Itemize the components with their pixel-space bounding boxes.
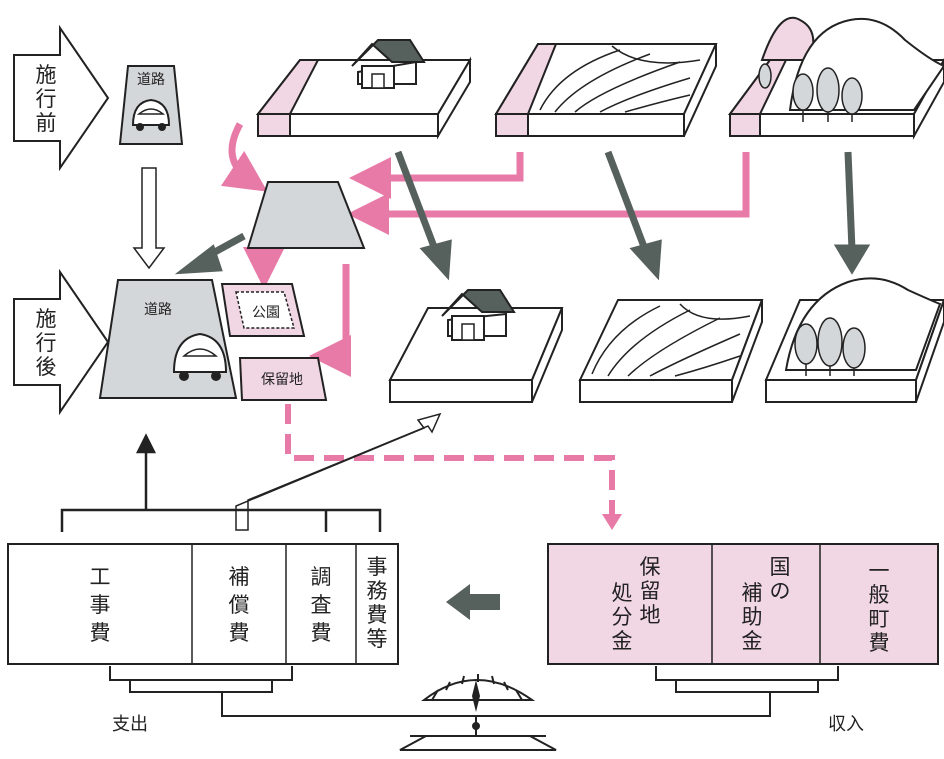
revenue-national-col1-char-1: 国 [770,555,791,579]
revenue-table: 保 留 地 処 分 金 国 の 補 助 金 一 般 町 費 [547,543,939,665]
reserve-land-sales-flow [285,404,615,518]
park-lot: 公園 [220,283,306,337]
parcel-forest-before [728,16,944,140]
expense-office-char-3: 費 [367,603,388,627]
expenditure-table: 工 事 費 補 償 費 調 査 費 事 務 費 等 [7,543,399,665]
revenue-reserve-col2-char-2: 分 [612,605,633,629]
balance-needle-icon [472,680,480,712]
revenue-reserve-col1-char-2: 留 [640,579,661,603]
revenue-reserve-col1-char-3: 地 [640,603,661,627]
revenue-town-char-1: 一 [869,559,890,583]
revenue-reserve-land-sales: 保 留 地 処 分 金 [612,555,661,653]
house-icon [351,39,426,89]
parcel-forest-after [764,277,944,403]
stage-after-char-1: 施 [36,307,57,331]
stage-after-char-2: 行 [36,331,57,355]
reserve-land-sales-arrowhead [602,514,622,530]
parcel-fields-after [578,299,764,403]
stage-after-char-3: 後 [36,355,57,379]
after-road: 道路 [98,279,238,399]
revenue-town-char-2: 般 [869,583,890,607]
pink-contribution-arrows [220,122,750,377]
dark-relocation-arrows [174,150,871,281]
expense-compensation-char-3: 費 [229,621,250,645]
before-road-label: 道路 [137,72,165,88]
revenue-reserve-col1-char-1: 保 [640,555,661,579]
trees-after-icon [794,317,866,376]
revenue-label: 収入 [828,714,864,735]
before-to-after-road-arrow [132,167,166,270]
revenue-reserve-col2-char-1: 処 [612,581,633,605]
park-label: 公園 [252,305,280,321]
revenue-national-subsidy: 国 の 補 助 金 [742,555,791,653]
compensation-flow-arrow [235,412,442,531]
stage-before-char-1: 施 [36,63,57,87]
expense-construction-char-2: 事 [90,593,111,617]
expenditure-bracket [60,433,382,532]
expense-construction-char-1: 工 [90,565,111,589]
expense-construction-char-3: 費 [90,621,111,645]
stage-before-arrow: 施 行 前 [13,24,110,172]
revenue-reserve-col2-char-3: 金 [612,629,633,653]
parcel-house-before [255,39,472,140]
parcel-fields-before [494,43,718,137]
parcel-house-after [388,289,564,403]
house-after-icon [441,289,516,341]
expense-office: 事 務 費 等 [367,555,388,651]
revenue-national-col2-char-3: 金 [742,629,763,653]
revenue-to-expenditure-arrow [446,584,500,620]
field-after-furrows [591,303,751,377]
after-road-label: 道路 [144,302,172,318]
expense-construction: 工 事 費 [90,565,111,645]
expense-office-char-4: 等 [367,627,388,651]
reserve-land-label: 保留地 [261,372,303,388]
expense-compensation: 補 償 費 [229,565,250,645]
reserve-land-lot: 保留地 [238,357,328,401]
expense-office-char-2: 務 [367,579,388,603]
balance-scale [109,666,839,751]
revenue-national-col2-char-1: 補 [742,581,763,605]
before-car-icon [131,98,171,131]
trees-icon [758,63,863,122]
revenue-town-char-4: 費 [869,631,890,655]
expense-survey-char-2: 査 [311,593,332,617]
expense-survey-char-1: 調 [311,565,332,589]
expenditure-label: 支出 [112,714,148,735]
expense-survey: 調 査 費 [311,565,332,645]
pooled-land-trapezoid [246,181,366,249]
revenue-national-col2-char-2: 助 [742,605,763,629]
expense-survey-char-3: 費 [311,621,332,645]
after-car-icon [172,332,228,381]
revenue-national-col1-char-2: の [770,579,791,603]
expense-compensation-char-1: 補 [229,565,250,589]
expense-office-char-1: 事 [367,555,388,579]
stage-before-char-3: 前 [36,111,57,135]
revenue-town-budget: 一 般 町 費 [869,559,890,655]
expense-compensation-char-2: 償 [229,593,250,617]
field-furrows [539,45,701,113]
stage-after-arrow: 施 行 後 [13,268,110,416]
before-road: 道路 [118,65,184,145]
revenue-town-char-3: 町 [869,607,890,631]
stage-before-char-2: 行 [36,87,57,111]
